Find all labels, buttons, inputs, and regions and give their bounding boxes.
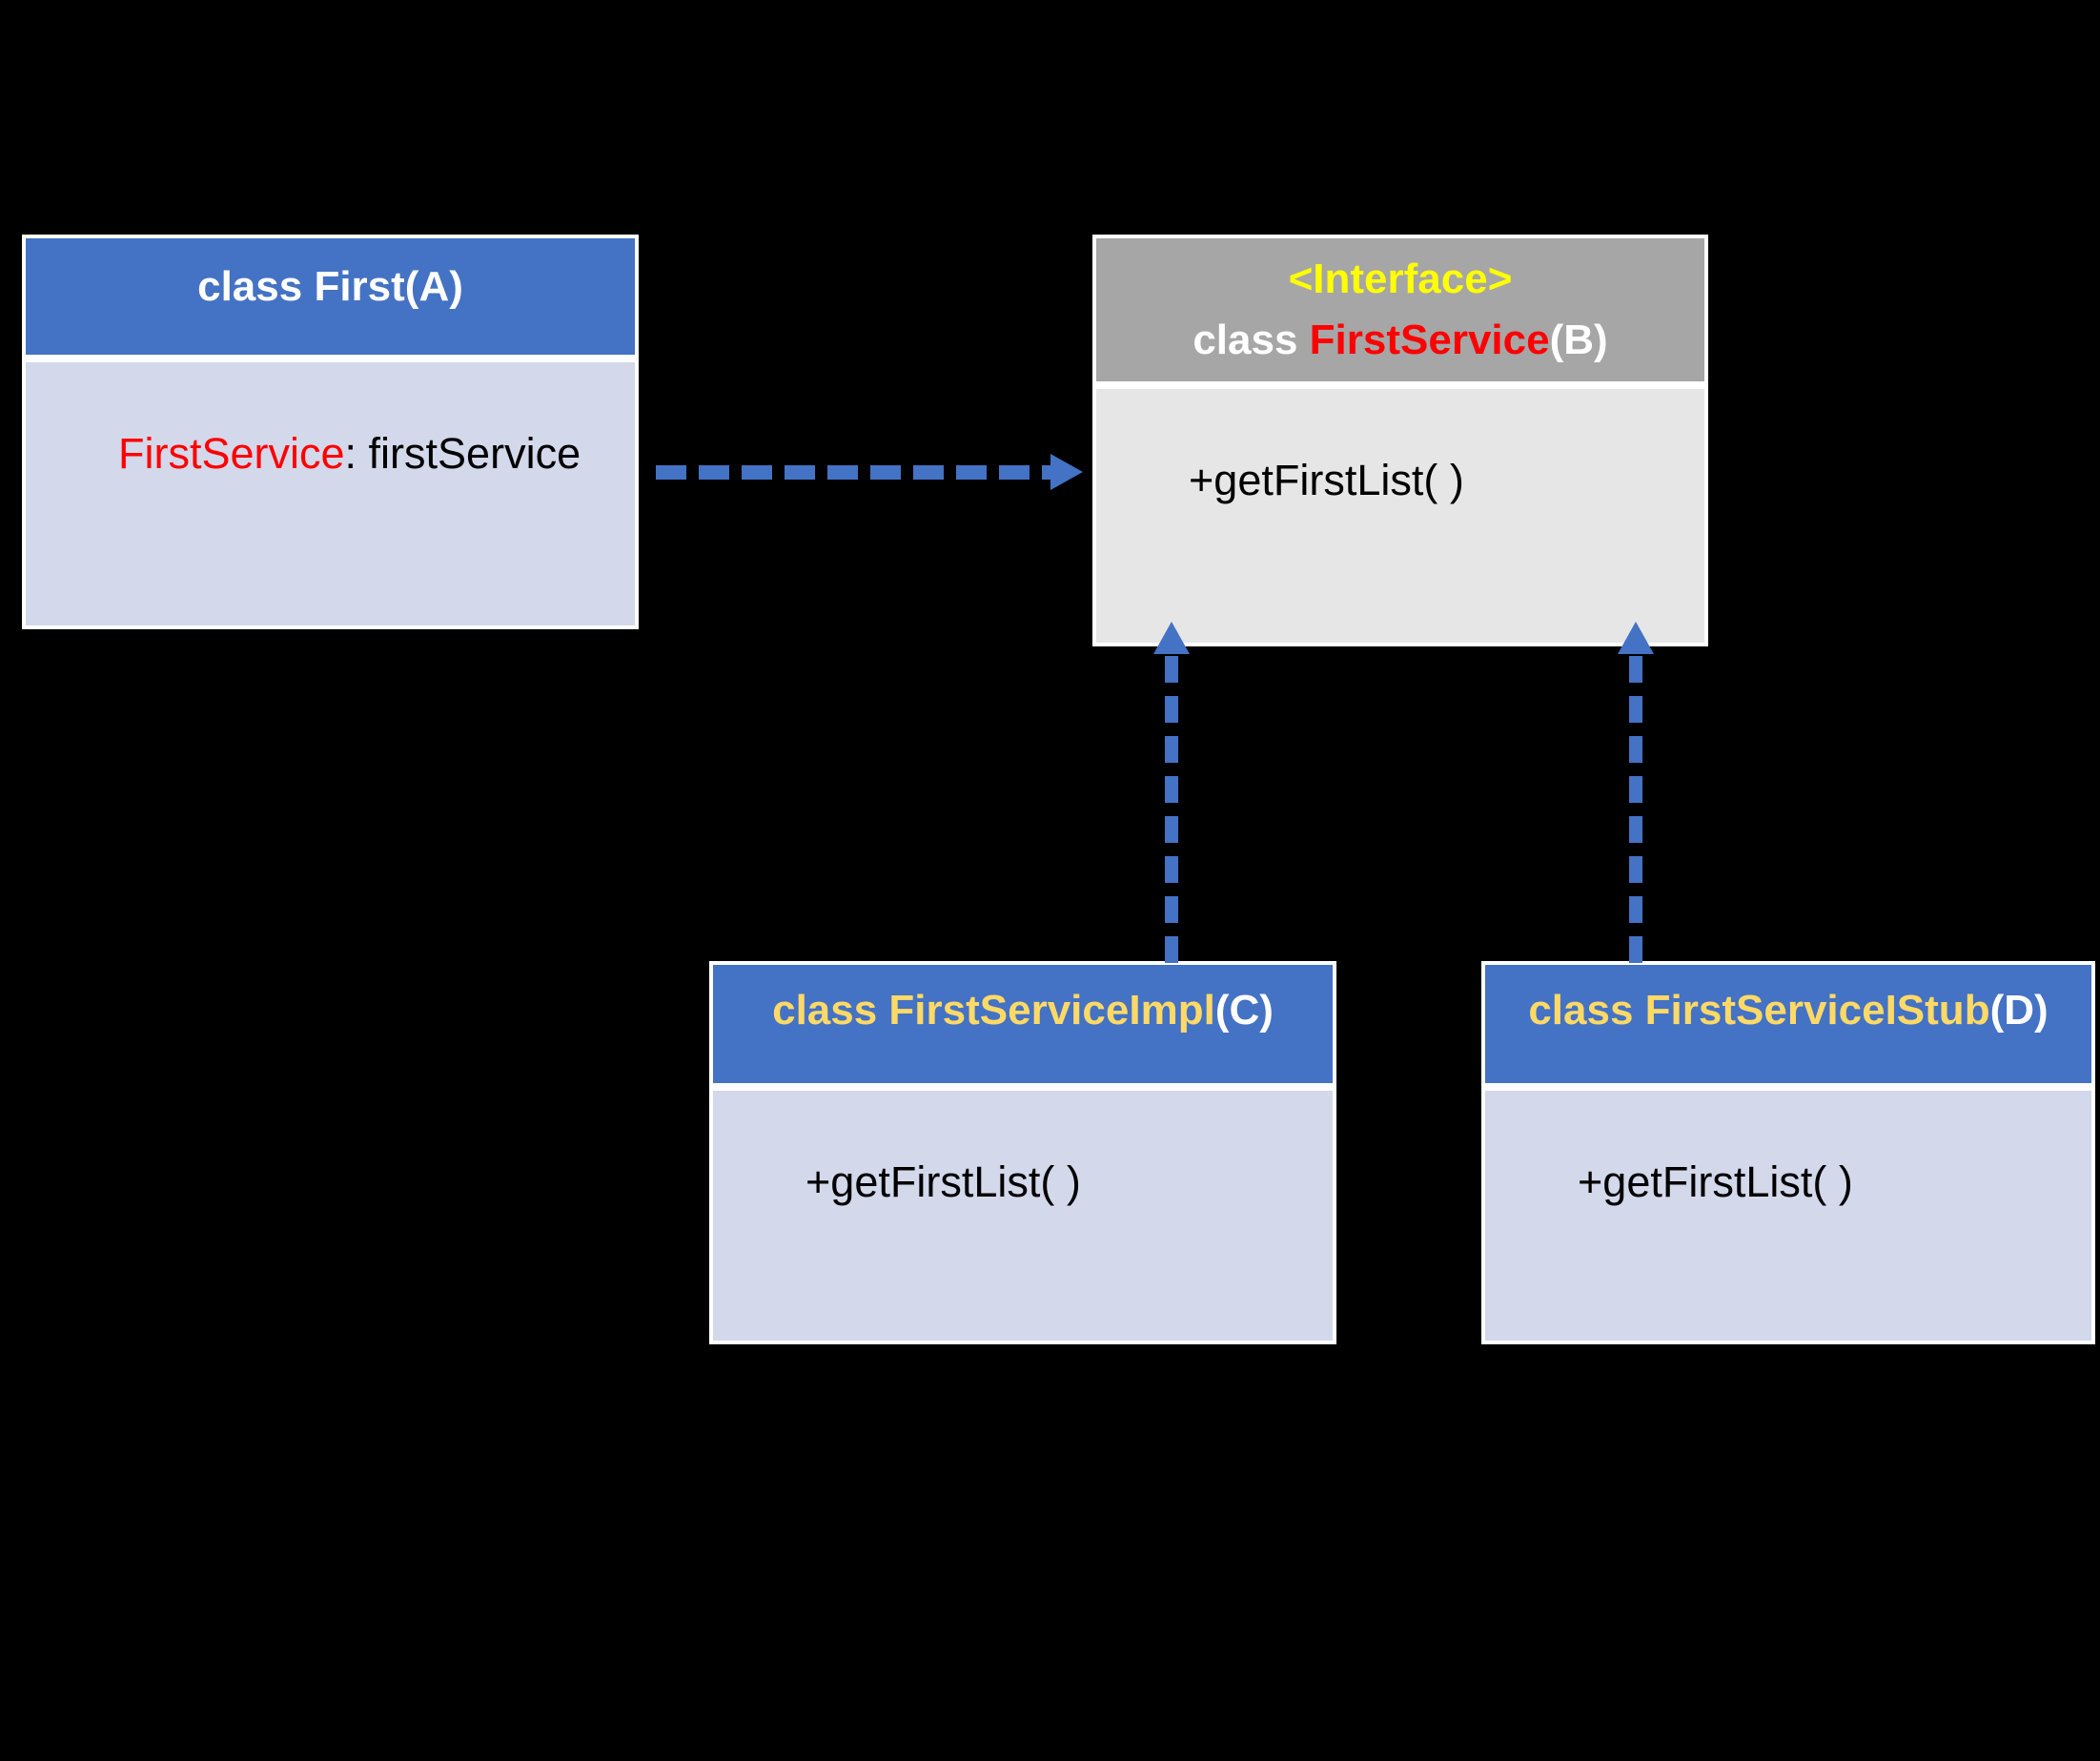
class-box-firstserviceimpl-c: class FirstServiceImpl(C) +getFirstList(… [709,961,1336,1344]
dependency-arrow-a-to-b-shaft [656,464,1050,480]
class-d-title-main: class FirstServiceIStub [1528,987,1990,1034]
interface-b-method: +getFirstList( ) [1189,456,1464,504]
class-a-attribute-type: FirstService [118,429,345,478]
dependency-arrow-a-to-b-arrowhead-icon [1050,454,1083,490]
class-box-first-a: class First(A) FirstService: firstServic… [22,235,639,629]
class-d-header: class FirstServiceIStub(D) [1485,965,2091,1083]
realization-arrow-d-to-b-shaft [1629,654,1642,963]
class-a-body: FirstService: firstService [26,362,635,625]
class-d-method: +getFirstList( ) [1578,1157,1853,1206]
realization-arrow-c-to-b-shaft [1165,654,1178,963]
class-d-title: class FirstServiceIStub(D) [1528,980,2048,1041]
class-a-attribute-name: : firstService [344,429,581,478]
class-c-header: class FirstServiceImpl(C) [713,965,1333,1083]
class-c-title: class FirstServiceImpl(C) [772,980,1274,1041]
class-c-title-main: class FirstServiceImpl [772,987,1215,1034]
realization-arrow-d-to-b [1618,622,1654,963]
class-c-method: +getFirstList( ) [805,1157,1081,1206]
dependency-arrow-a-to-b [656,454,1083,490]
class-c-body: +getFirstList( ) [713,1091,1333,1341]
class-box-firstserviceistub-d: class FirstServiceIStub(D) +getFirstList… [1481,961,2095,1344]
interface-b-title-suffix: (B) [1549,317,1608,363]
realization-arrow-c-to-b-arrowhead-icon [1153,622,1190,654]
class-a-header: class First(A) [26,238,635,355]
class-a-title: class First(A) [197,263,463,310]
class-d-body: +getFirstList( ) [1485,1091,2091,1341]
class-d-title-suffix: (D) [1989,987,2049,1034]
interface-b-header: <Interface> class FirstService(B) [1096,238,1704,381]
interface-b-title-name: FirstService [1309,317,1550,363]
interface-box-firstservice-b: <Interface> class FirstService(B) +getFi… [1092,235,1708,646]
interface-b-body: +getFirstList( ) [1096,389,1704,643]
interface-b-title-prefix: class [1193,317,1310,363]
class-c-title-suffix: (C) [1214,987,1274,1034]
realization-arrow-d-to-b-arrowhead-icon [1618,622,1654,654]
interface-b-stereotype: <Interface> [1288,256,1513,302]
interface-b-title: class FirstService(B) [1193,310,1607,371]
realization-arrow-c-to-b [1153,622,1190,963]
